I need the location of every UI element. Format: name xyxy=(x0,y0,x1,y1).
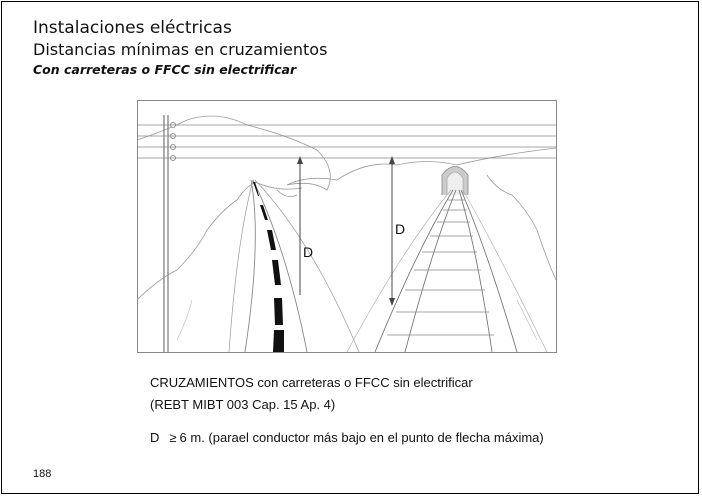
road-edge-left xyxy=(244,179,256,353)
note-variable: D xyxy=(150,430,160,445)
rail-sleepers xyxy=(387,199,494,336)
rail-left xyxy=(374,189,454,353)
left-slope xyxy=(137,181,258,301)
right-slope xyxy=(486,174,557,281)
road-distance-label: D xyxy=(303,244,313,260)
road-dash xyxy=(253,182,259,196)
section-title: Con carreteras o FFCC sin electrificar xyxy=(33,62,297,77)
note-symbol: ≥ xyxy=(169,430,177,445)
road-edge-right xyxy=(252,179,308,353)
horizon-outline xyxy=(286,147,557,186)
caption-line-2: (REBT MIBT 003 Cap. 15 Ap. 4) xyxy=(150,397,336,412)
note-text: 6 m. (parael conductor más bajo en el pu… xyxy=(179,430,544,445)
caption-line-1: CRUZAMIENTOS con carreteras o FFCC sin e… xyxy=(150,375,473,390)
illustration-border xyxy=(137,100,557,353)
distance-note: D ≥6 m. (parael conductor más bajo en el … xyxy=(150,430,544,445)
rail-right xyxy=(458,189,493,353)
rail-distance-label: D xyxy=(395,221,405,237)
page-number: 188 xyxy=(33,468,52,480)
crossing-illustration: D D xyxy=(137,100,557,353)
page-subtitle: Distancias mínimas en cruzamientos xyxy=(33,40,328,59)
page-title: Instalaciones eléctricas xyxy=(33,18,232,38)
